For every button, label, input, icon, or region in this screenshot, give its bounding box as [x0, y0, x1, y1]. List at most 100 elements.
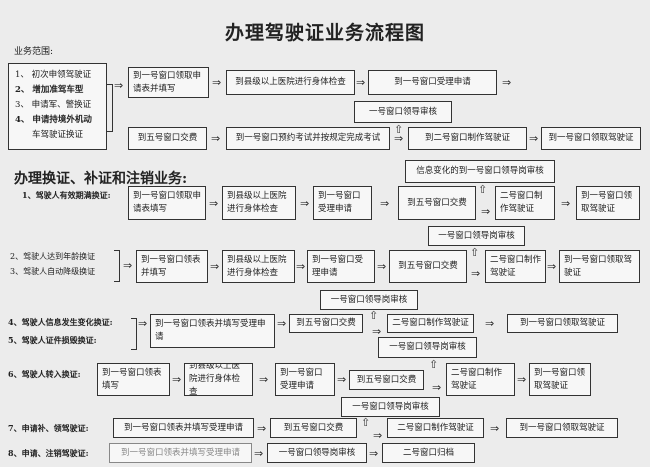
arrow-right-icon: ⇒ — [490, 422, 500, 435]
scope-list: 1、 初次申领驾驶证 2、 增加准驾车型 3、 申请军、警换证 4、 申请持境外… — [8, 63, 107, 150]
arrow-right-icon: ⇒ — [485, 317, 495, 330]
arrow-right-icon: ⇒ — [517, 373, 527, 386]
arrow-right-icon: ⇒ — [547, 260, 557, 273]
step-box: 一号窗口领导岗审核 — [267, 443, 367, 463]
arrow-right-icon: ⇒ — [300, 197, 310, 210]
arrow-right-icon: ⇒ — [123, 259, 133, 272]
step-box: 到一号窗口领取驾驶证 — [576, 186, 640, 220]
flow-label: 4、驾驶人信息发生变化换证: — [8, 317, 113, 327]
arrow-right-icon: ⇒ — [529, 132, 539, 145]
arrow-right-icon: ⇒ — [277, 317, 287, 330]
step-box: 到五号窗口交费 — [128, 127, 207, 150]
step-box: 到县级以上医院进行身体检查 — [222, 250, 295, 283]
flow-label: 7、申请补、领驾驶证: — [8, 423, 89, 433]
arrow-right-icon: ⇒ — [377, 260, 387, 273]
flow-label: 8、申请、注销驾驶证: — [8, 448, 89, 458]
step-box: 到五号窗口交费 — [398, 186, 476, 220]
step-box: 二号窗口制作驾驶证 — [387, 418, 484, 438]
flow-label: 2、驾驶人达到年龄换证 — [10, 252, 96, 261]
step-box: 到五号窗口交费 — [270, 418, 357, 438]
bracket — [107, 84, 113, 132]
bracket — [131, 318, 137, 350]
step-box: 二号窗口制作驾驶证 — [446, 363, 515, 396]
arrow-right-icon: ⇒ — [394, 132, 404, 145]
arrow-right-icon: ⇒ — [210, 260, 220, 273]
step-box: 到一号窗口领表并填写受理申请 — [150, 314, 275, 348]
step-box: 到一号窗口领取申请表并填写 — [128, 67, 209, 98]
arrow-right-icon: ⇒ — [373, 429, 383, 442]
arrow-up-icon: ⇧ — [361, 416, 371, 429]
arrow-right-icon: ⇒ — [432, 381, 442, 394]
step-box: 到一号窗口受理申请 — [313, 186, 372, 220]
arrow-right-icon: ⇒ — [172, 373, 182, 386]
arrow-right-icon: ⇒ — [337, 373, 347, 386]
section-title: 办理换证、补证和注销业务: — [14, 171, 188, 187]
step-box: 二号窗口归档 — [382, 443, 475, 463]
arrow-right-icon: ⇒ — [212, 76, 222, 89]
arrow-right-icon: ⇒ — [369, 447, 379, 460]
review-box: 一号窗口领导岗审核 — [428, 226, 525, 246]
step-box: 到一号窗口领取驾驶证 — [507, 314, 618, 333]
arrow-right-icon: ⇒ — [259, 373, 269, 386]
arrow-right-icon: ⇒ — [481, 205, 491, 218]
step-box: 到一号窗口领表并填写受理申请 — [113, 418, 254, 438]
arrow-right-icon: ⇒ — [356, 76, 366, 89]
scope-item: 车驾驶证换证 — [15, 130, 84, 140]
arrow-right-icon: ⇒ — [372, 325, 382, 338]
step-box: 到县级以上医院进行身体检查 — [226, 70, 355, 95]
arrow-up-icon: ⇧ — [369, 309, 379, 322]
step-box: 到县级以上医院进行身体检查 — [222, 186, 296, 220]
scope-item: 2、 增加准驾车型 — [15, 85, 84, 95]
step-box: 到一号窗口领取驾驶证 — [559, 250, 640, 283]
arrow-right-icon: ⇒ — [211, 132, 221, 145]
step-box: 到一号窗口领表并填写受理申请 — [109, 443, 252, 463]
scope-item: 3、 申请军、警换证 — [15, 100, 92, 110]
scope-item: 4、 申请持境外机动 — [15, 115, 92, 125]
arrow-right-icon: ⇒ — [114, 79, 124, 92]
scope-label: 业务范围: — [14, 47, 54, 57]
flow-label: 6、驾驶人转入换证: — [8, 369, 81, 379]
arrow-right-icon: ⇒ — [502, 76, 512, 89]
step-box: 到一号窗口受理申请 — [368, 70, 497, 95]
arrow-right-icon: ⇒ — [561, 197, 571, 210]
step-box: 二号窗口制作驾驶证 — [387, 314, 474, 333]
step-box: 到一号窗口受理申请 — [307, 250, 375, 283]
step-box: 到五号窗口交费 — [389, 250, 467, 283]
step-box: 到一号窗口领取驾驶证 — [541, 127, 641, 150]
step-box: 到一号窗口领取申请表填写 — [128, 186, 206, 220]
step-box: 到县级以上医院进行身体检查 — [184, 363, 253, 396]
step-box: 到一号窗口预约考试并按规定完成考试 — [226, 127, 390, 150]
step-box: 到一号窗口领取驾驶证 — [529, 363, 591, 396]
step-box: 到一号窗口领表并填写 — [136, 250, 208, 283]
arrow-right-icon: ⇒ — [209, 197, 219, 210]
step-box: 到一号窗口领取驾驶证 — [506, 418, 618, 438]
arrow-right-icon: ⇒ — [138, 317, 148, 330]
step-box: 二号窗口制作驾驶证 — [485, 250, 546, 283]
page-title: 办理驾驶证业务流程图 — [224, 22, 425, 44]
review-box: 信息变化的到一号窗口领导岗审核 — [405, 160, 555, 183]
step-box: 到一号窗口领表填写 — [97, 363, 170, 396]
arrow-up-icon: ⇧ — [394, 123, 404, 136]
step-box: 二号窗口制作驾驶证 — [495, 186, 555, 220]
flow-label: 5、驾驶人证件损毁换证: — [8, 335, 97, 345]
review-box: 一号窗口领导岗审核 — [320, 290, 418, 310]
arrow-right-icon: ⇒ — [254, 447, 264, 460]
step-box: 到五号窗口交费 — [289, 314, 363, 333]
arrow-up-icon: ⇧ — [429, 358, 439, 371]
scope-item: 1、 初次申领驾驶证 — [15, 70, 92, 80]
flow-label: 1、驾驶人有效期满换证: — [22, 190, 111, 200]
review-box: 一号窗口领导岗审核 — [378, 337, 477, 358]
arrow-right-icon: ⇒ — [257, 422, 267, 435]
bracket — [114, 250, 120, 282]
flow-label: 3、驾驶人自动降级换证 — [10, 267, 96, 276]
step-box: 到一号窗口受理申请 — [275, 363, 335, 396]
review-box: 一号窗口领导审核 — [354, 101, 452, 123]
arrow-right-icon: ⇒ — [296, 260, 306, 273]
arrow-up-icon: ⇧ — [478, 183, 488, 196]
arrow-up-icon: ⇧ — [470, 246, 480, 259]
step-box: 到二号窗口制作驾驶证 — [408, 127, 527, 150]
arrow-right-icon: ⇒ — [471, 267, 481, 280]
review-box: 一号窗口领导岗审核 — [341, 397, 440, 417]
arrow-right-icon: ⇒ — [380, 197, 390, 210]
step-box: 到五号窗口交费 — [349, 370, 424, 390]
